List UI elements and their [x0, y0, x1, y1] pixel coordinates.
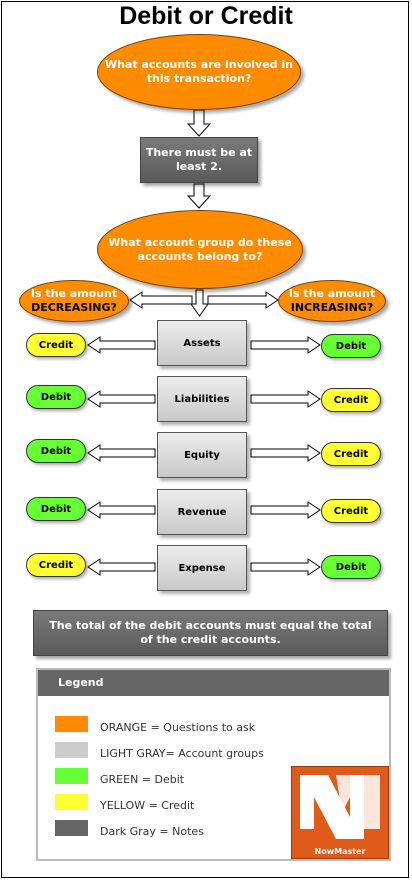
arrow-left-row-3 [87, 444, 156, 462]
legend-swatch-darkgray [55, 820, 88, 836]
question-account-group: What account group do these accounts bel… [97, 210, 303, 289]
decreasing-word: DECREASING? [31, 301, 117, 314]
legend-title: Legend [38, 670, 389, 696]
legend-label-lightgray: LIGHT GRAY= Account groups [100, 747, 264, 760]
arrow-left-row-1 [87, 336, 156, 354]
expense-increase-result: Debit [321, 555, 381, 579]
increasing-word: INCREASING? [290, 301, 374, 314]
expense-decrease-result: Credit [26, 553, 86, 577]
arrow-left-decreasing [129, 291, 193, 309]
group-assets: Assets [157, 320, 247, 366]
equity-decrease-result: Debit [26, 439, 86, 463]
legend-swatch-yellow [55, 794, 88, 810]
revenue-decrease-result: Debit [26, 497, 86, 521]
arrow-right-row-3 [250, 444, 321, 462]
decreasing-prefix: Is the amount [30, 287, 118, 300]
page-title: Debit or Credit [119, 2, 293, 30]
equity-increase-result: Credit [321, 442, 381, 466]
assets-decrease-result: Credit [26, 333, 86, 357]
note-totals-equal: The total of the debit accounts must equ… [33, 610, 388, 656]
arrow-down-1 [186, 109, 212, 137]
logo-mark-icon [300, 775, 380, 839]
logo-name: NowMaster [314, 847, 366, 856]
arrow-right-increasing [207, 291, 279, 309]
question-decreasing: Is the amount DECREASING? [19, 280, 129, 322]
arrow-left-row-2 [87, 390, 156, 408]
legend-label-yellow: YELLOW = Credit [100, 799, 195, 812]
legend-swatch-lightgray [55, 742, 88, 758]
group-equity: Equity [157, 432, 247, 478]
nowmaster-logo: NowMaster [291, 766, 389, 859]
legend-label-darkgray: Dark Gray = Notes [100, 825, 204, 838]
arrow-left-row-5 [87, 558, 156, 576]
legend-swatch-orange [55, 716, 88, 732]
liabilities-decrease-result: Debit [26, 385, 86, 409]
increasing-prefix: Is the amount [288, 287, 376, 300]
liabilities-increase-result: Credit [321, 388, 381, 412]
arrow-right-row-1 [250, 336, 321, 354]
arrow-right-row-4 [250, 501, 321, 519]
arrow-left-row-4 [87, 501, 156, 519]
arrow-down-3 [190, 289, 209, 317]
arrow-down-2 [186, 183, 212, 209]
group-revenue: Revenue [157, 489, 247, 535]
question-accounts-involved: What accounts are involved in this trans… [97, 34, 301, 110]
arrow-right-row-5 [250, 558, 321, 576]
revenue-increase-result: Credit [321, 499, 381, 523]
legend-label-orange: ORANGE = Questions to ask [100, 721, 256, 734]
question-increasing: Is the amount INCREASING? [278, 280, 386, 322]
group-liabilities: Liabilities [157, 376, 247, 422]
arrow-right-row-2 [250, 390, 321, 408]
legend-label-green: GREEN = Debit [100, 773, 185, 786]
legend-swatch-green [55, 768, 88, 784]
group-expense: Expense [157, 545, 247, 591]
note-at-least-two: There must be at least 2. [140, 137, 258, 183]
assets-increase-result: Debit [321, 334, 381, 358]
